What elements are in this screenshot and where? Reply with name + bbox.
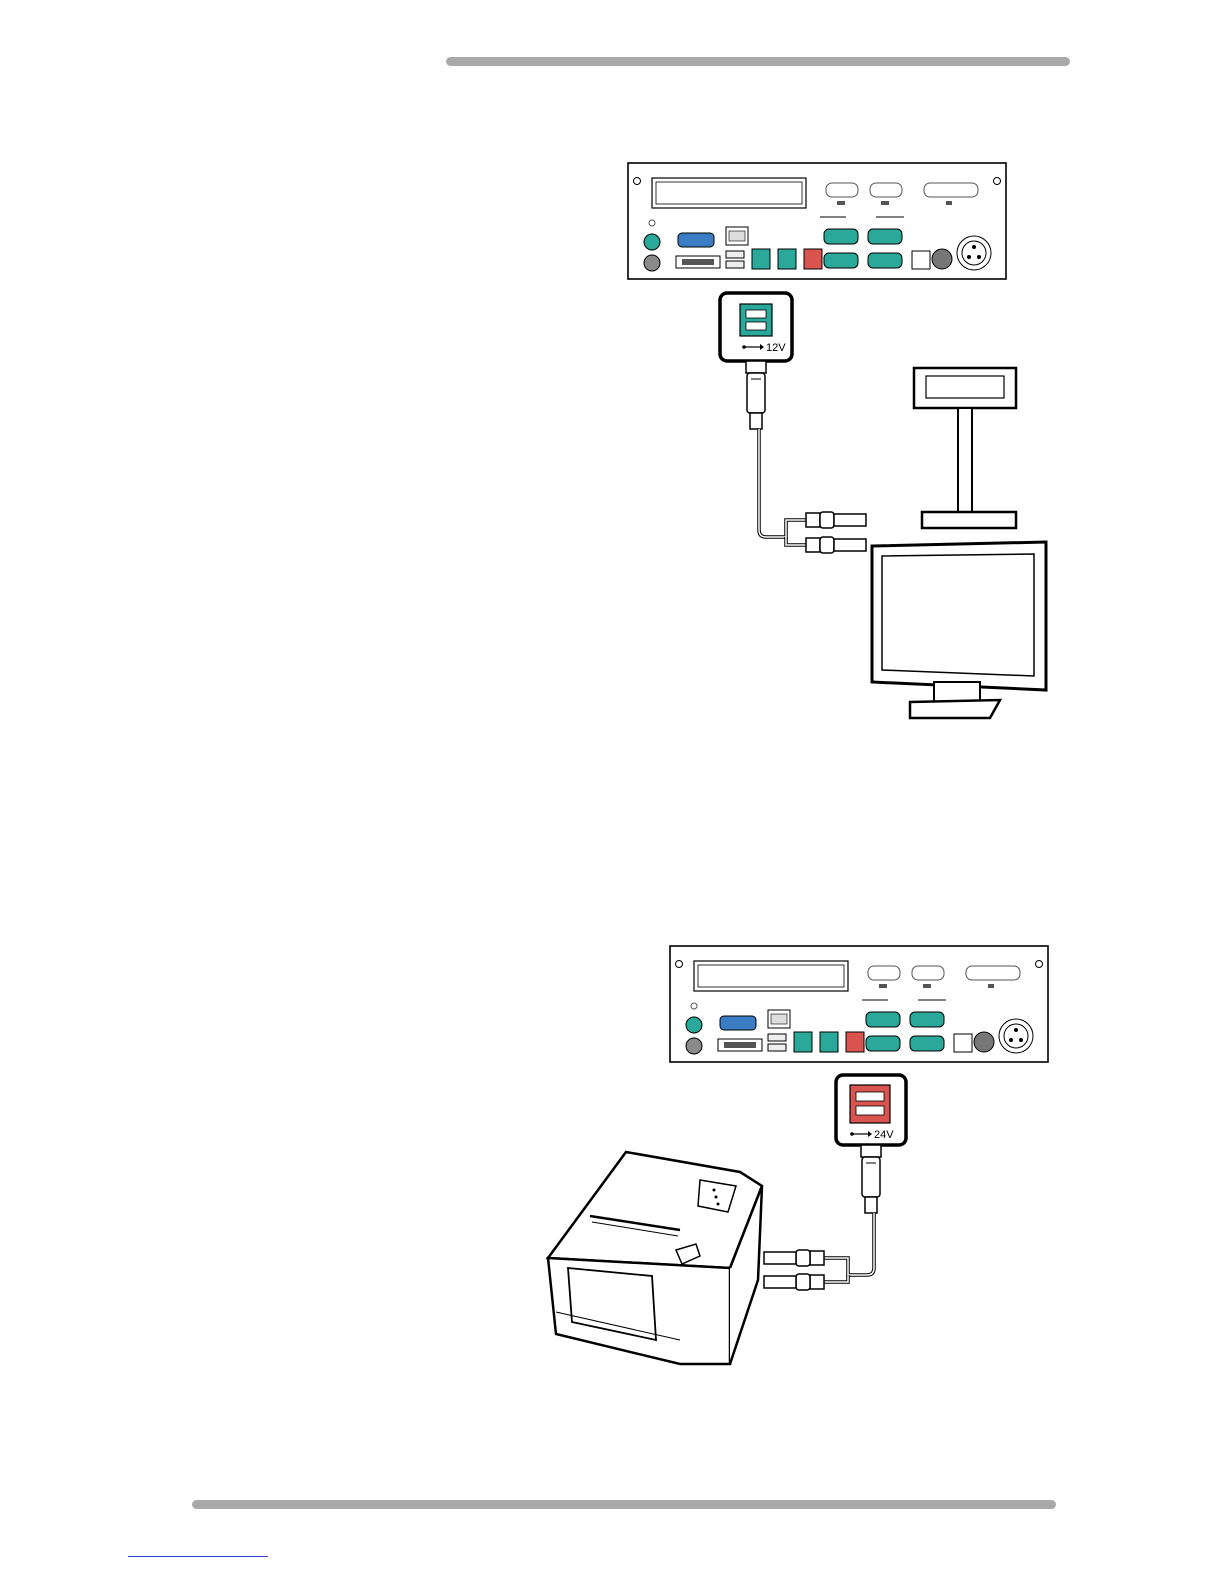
cable-bottom bbox=[764, 1145, 881, 1290]
voltage-label-12v: 12V bbox=[766, 342, 786, 354]
port-callout-top: 12V bbox=[720, 293, 792, 361]
port-callout-bottom: 24V bbox=[836, 1075, 906, 1145]
receipt-printer bbox=[548, 1152, 762, 1364]
pos-rear-panel-bottom bbox=[670, 946, 1048, 1062]
lcd-monitor bbox=[872, 542, 1046, 718]
cable-top bbox=[746, 361, 866, 553]
footer-link-underline[interactable] bbox=[128, 1556, 268, 1557]
pole-display bbox=[914, 368, 1016, 528]
pos-rear-panel-top bbox=[628, 163, 1006, 279]
footer-rule bbox=[192, 1500, 1056, 1509]
voltage-label-24v: 24V bbox=[874, 1129, 894, 1141]
